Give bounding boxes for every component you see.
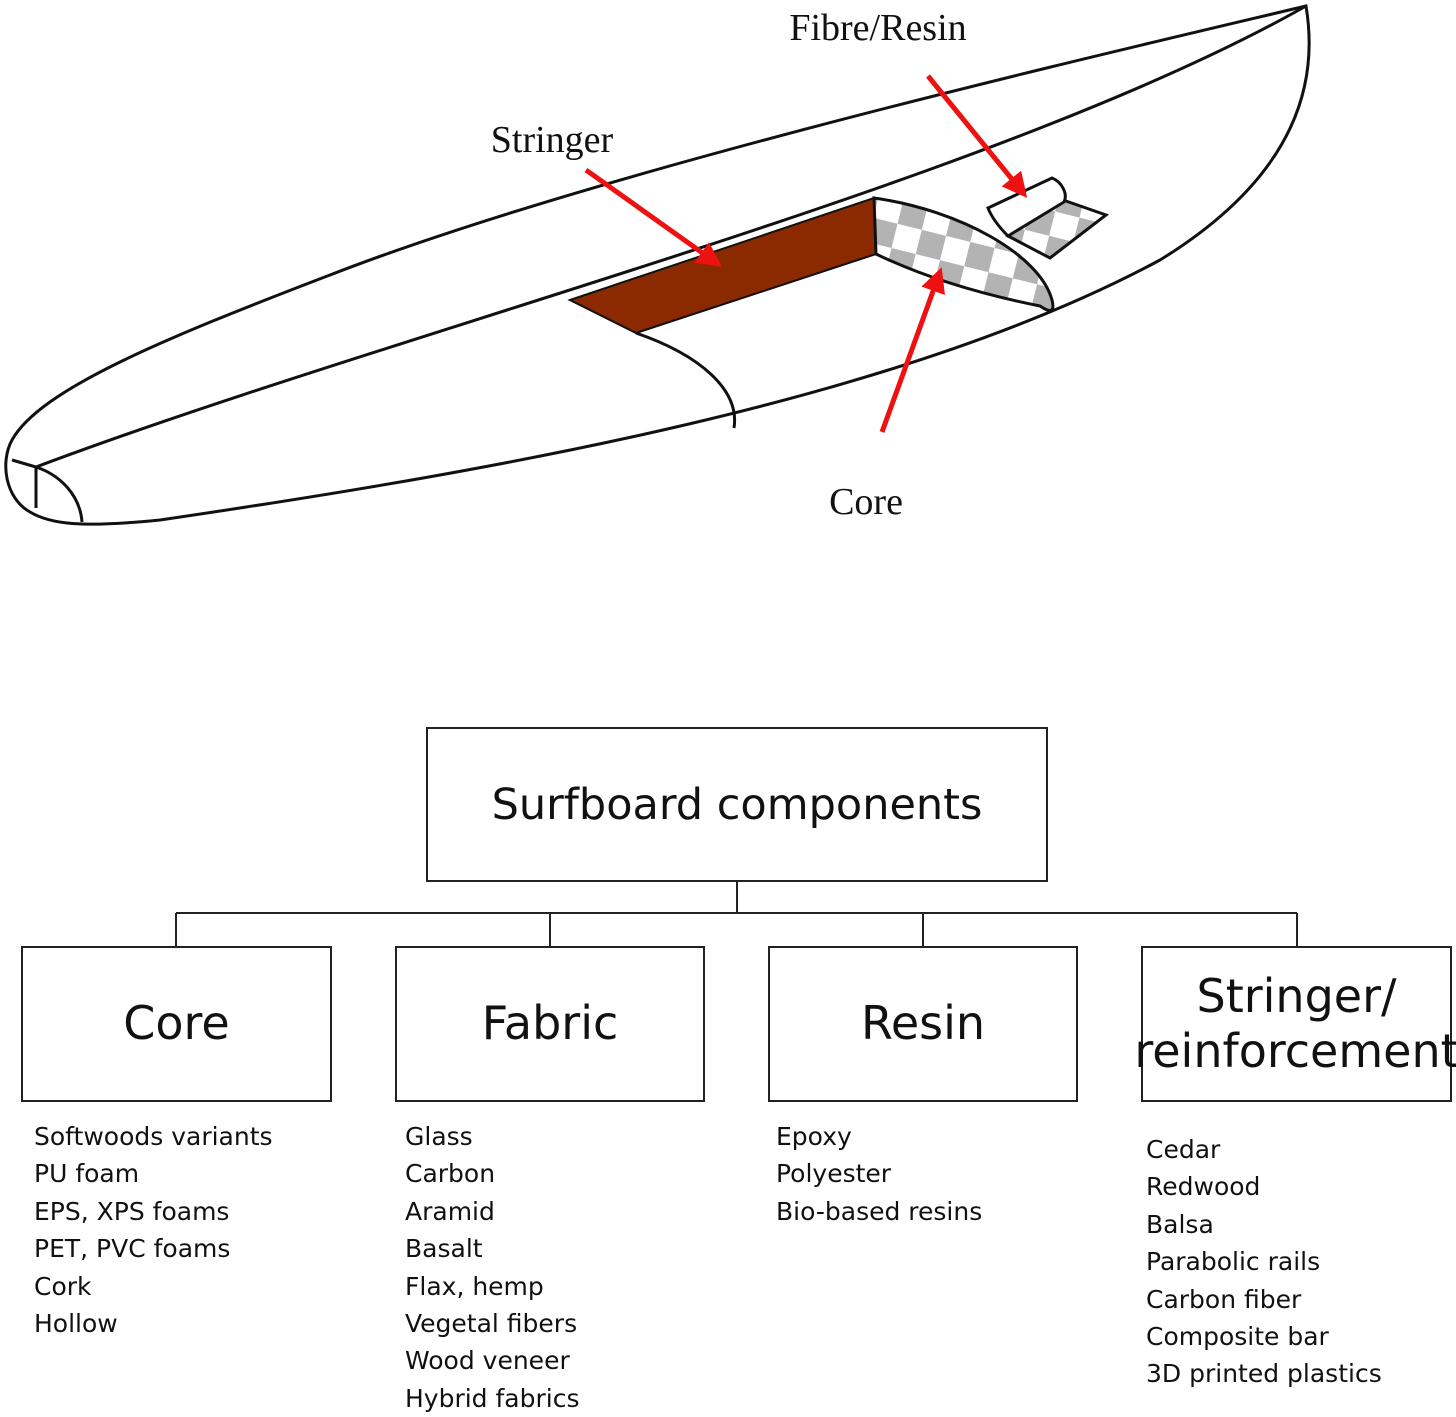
category-title-line-1: Stringer/ (1196, 968, 1397, 1023)
fibre-resin-roll (986, 176, 1067, 238)
list-item: Softwoods variants (34, 1122, 273, 1151)
list-item: Bio-based resins (776, 1196, 983, 1226)
list-item: Carbon fiber (1146, 1284, 1302, 1314)
fabric-materials-list: Glass Carbon Aramid Basalt Flax, hemp Ve… (405, 1118, 580, 1417)
stringer-materials-list: Cedar Redwood Balsa Parabolic rails Carb… (1146, 1131, 1382, 1393)
core-materials-list: Softwoods variants PU foam EPS, XPS foam… (34, 1118, 273, 1342)
list-item: Wood veneer (405, 1346, 570, 1376)
list-item: Flax, hemp (405, 1271, 544, 1301)
category-title: Fabric (481, 996, 619, 1051)
category-title: Resin (860, 996, 986, 1051)
category-title: Core (123, 996, 230, 1051)
list-item: Carbon (405, 1159, 496, 1189)
arrow-fibre-resin (926, 74, 1028, 198)
category-box-stringer: Stringer/ reinforcement (1134, 946, 1456, 1102)
category-box-resin: Resin (768, 946, 1078, 1102)
root-box: Surfboard components (426, 727, 1048, 882)
list-item: Composite bar (1146, 1322, 1329, 1352)
surfboard-illustration: Fibre/Resin Stringer Core (4, 4, 1311, 526)
list-item: Aramid (405, 1196, 495, 1226)
label-core: Core (829, 481, 903, 523)
list-item: Vegetal fibers (405, 1309, 578, 1339)
category-title-line-2: reinforcement (1134, 1024, 1456, 1078)
list-item: Redwood (1146, 1172, 1261, 1202)
list-item: Parabolic rails (1146, 1247, 1321, 1277)
list-item: EPS, XPS foams (34, 1196, 230, 1226)
list-item: Basalt (405, 1234, 483, 1264)
arrow-core (879, 267, 945, 433)
board-outline (4, 4, 1311, 526)
list-item: PU foam (34, 1159, 140, 1189)
board-section-line (635, 331, 737, 429)
category-box-core: Core (21, 946, 332, 1102)
list-item: Hollow (34, 1309, 118, 1339)
list-item: 3D printed plastics (1146, 1359, 1382, 1389)
resin-materials-list: Epoxy Polyester Bio-based resins (776, 1118, 982, 1230)
board-rail-line (35, 4, 1307, 469)
list-item: Balsa (1146, 1209, 1214, 1239)
list-item: Cedar (1146, 1135, 1221, 1164)
board-nose (11, 458, 84, 523)
list-item: PET, PVC foams (34, 1234, 231, 1264)
list-item: Hybrid fabrics (405, 1383, 580, 1413)
list-item: Glass (405, 1122, 473, 1151)
arrow-stringer (584, 167, 723, 267)
list-item: Polyester (776, 1159, 892, 1189)
root-title: Surfboard components (491, 779, 983, 830)
category-box-fabric: Fabric (395, 946, 705, 1102)
list-item: Epoxy (776, 1122, 852, 1151)
label-stringer: Stringer (491, 119, 614, 161)
label-fibre-resin: Fibre/Resin (789, 7, 966, 49)
list-item: Cork (34, 1271, 92, 1301)
